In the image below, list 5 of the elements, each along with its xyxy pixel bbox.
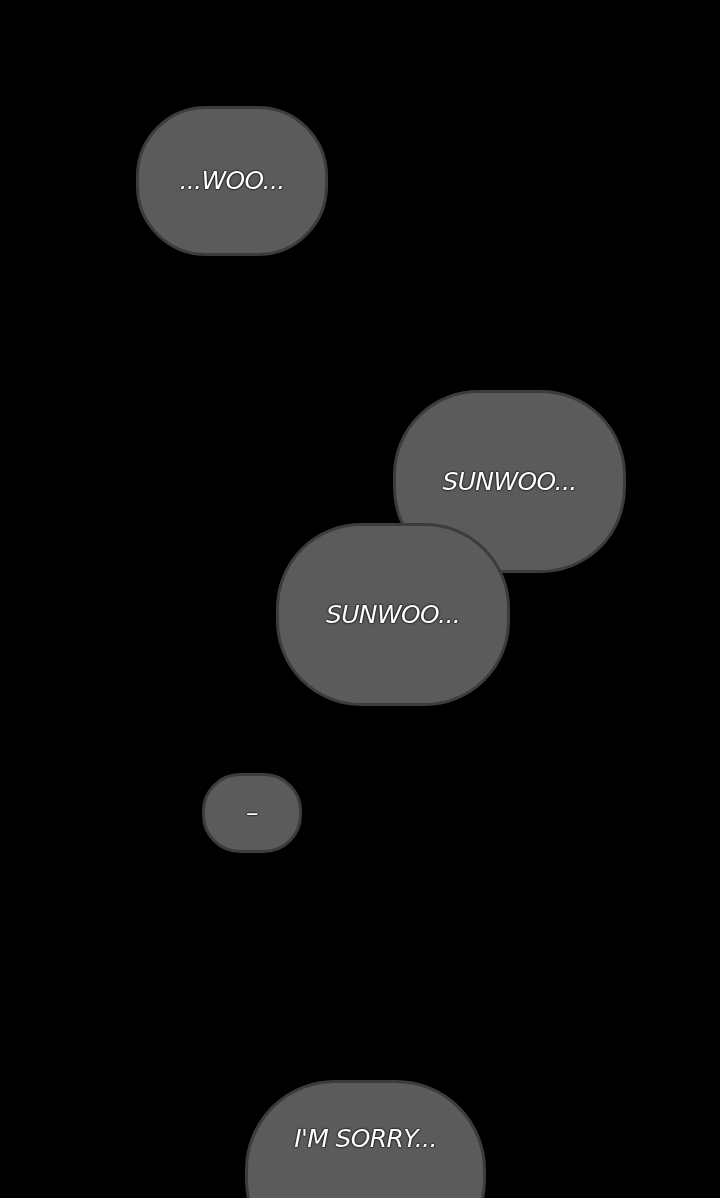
- speech-text: SUNWOO...: [325, 598, 461, 631]
- speech-text: SUNWOO...: [442, 465, 577, 498]
- speech-text: ...WOO...: [179, 165, 285, 198]
- speech-text: I'M SORRY...: [294, 1123, 437, 1156]
- speech-text: –: [246, 797, 258, 830]
